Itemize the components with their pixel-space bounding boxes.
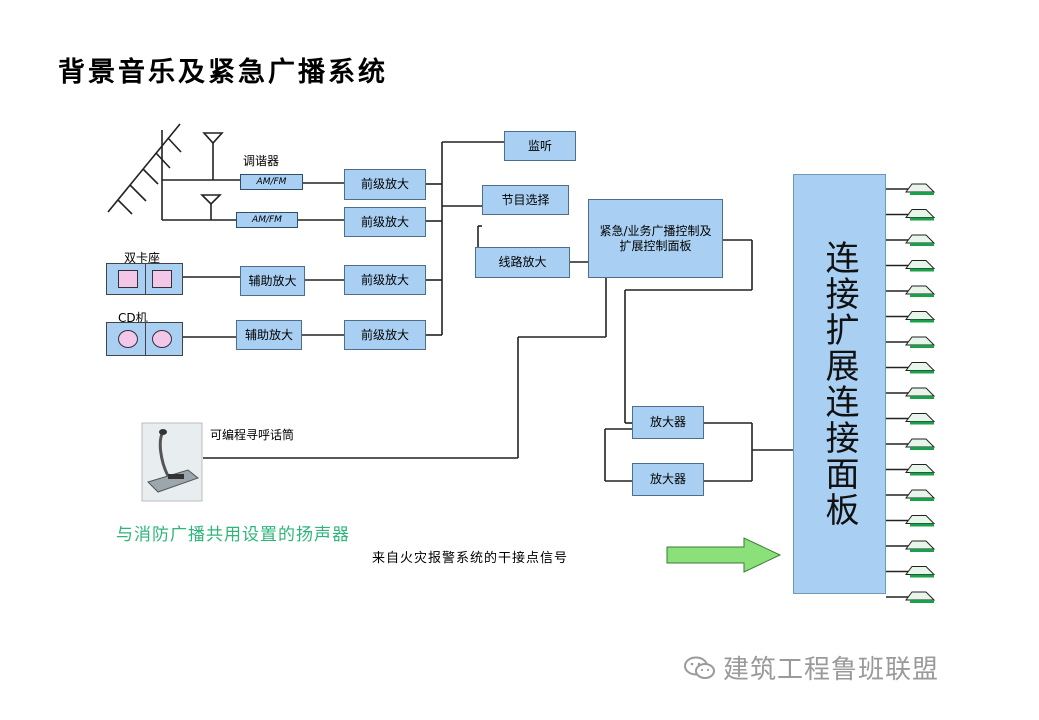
fire-alarm-signal-label: 来自火灾报警系统的干接点信号 xyxy=(372,551,569,566)
pre-amp-4: 前级放大 xyxy=(344,320,426,350)
tuner-label: 调谐器 xyxy=(243,154,280,168)
cassette-deck-icon xyxy=(106,263,183,295)
speaker-icon xyxy=(886,209,936,221)
cd-player-icon xyxy=(106,322,183,356)
speaker-icon xyxy=(886,489,936,501)
pre-amp-2: 前级放大 xyxy=(344,207,426,237)
speaker-icon xyxy=(886,311,936,323)
speaker-icon xyxy=(886,515,936,527)
connection-panel-label: 连接扩展连接面板 xyxy=(819,240,859,528)
tuner-am-fm-1: AM/FM xyxy=(240,174,303,190)
speaker-icon xyxy=(886,183,936,195)
watermark: 建筑工程鲁班联盟 xyxy=(683,649,939,686)
speaker-icon xyxy=(886,387,936,399)
yagi-element xyxy=(167,137,182,153)
connection-extension-panel: 连接扩展连接面板 xyxy=(793,174,886,594)
shared-speaker-caption: 与消防广播共用设置的扬声器 xyxy=(116,525,350,545)
yagi-element xyxy=(155,152,171,169)
monitor-block: 监听 xyxy=(504,131,576,161)
speaker-icon xyxy=(886,413,936,425)
speaker-icon xyxy=(886,285,936,297)
whip-antenna-1 xyxy=(202,132,224,145)
speaker-icon xyxy=(886,362,936,374)
amplifier-1: 放大器 xyxy=(632,406,704,439)
speaker-icon xyxy=(886,438,936,450)
speaker-icon xyxy=(886,336,936,348)
speaker-column xyxy=(886,183,936,603)
program-select-block: 节目选择 xyxy=(482,185,569,215)
yagi-element xyxy=(129,184,147,202)
paging-mic-label: 可编程寻呼话筒 xyxy=(210,428,295,442)
speaker-icon xyxy=(886,260,936,272)
amplifier-2: 放大器 xyxy=(632,463,704,496)
diagram-title: 背景音乐及紧急广播系统 xyxy=(58,57,388,88)
aux-amp-2: 辅助放大 xyxy=(236,320,302,350)
speaker-icon xyxy=(886,591,936,603)
pre-amp-3: 前级放大 xyxy=(344,265,426,295)
emergency-control-board: 紧急/业务广播控制及扩展控制面板 xyxy=(588,199,723,278)
speaker-icon xyxy=(886,234,936,246)
wechat-icon xyxy=(684,656,715,679)
aux-amp-1: 辅助放大 xyxy=(240,266,305,296)
cassette-label: 双卡座 xyxy=(124,251,161,265)
yagi-element xyxy=(142,168,159,185)
watermark-text: 建筑工程鲁班联盟 xyxy=(723,655,940,685)
fire-signal-arrow xyxy=(666,537,782,573)
speaker-icon xyxy=(886,464,936,476)
speaker-icon xyxy=(886,540,936,552)
paging-microphone-icon xyxy=(141,422,203,502)
speaker-icon xyxy=(886,566,936,578)
cd-player-label: CD机 xyxy=(118,311,148,325)
tuner-am-fm-2: AM/FM xyxy=(236,212,298,228)
yagi-element xyxy=(117,199,133,215)
whip-antenna-2 xyxy=(200,194,222,206)
pre-amp-1: 前级放大 xyxy=(344,169,426,200)
line-amp-block: 线路放大 xyxy=(475,247,570,278)
